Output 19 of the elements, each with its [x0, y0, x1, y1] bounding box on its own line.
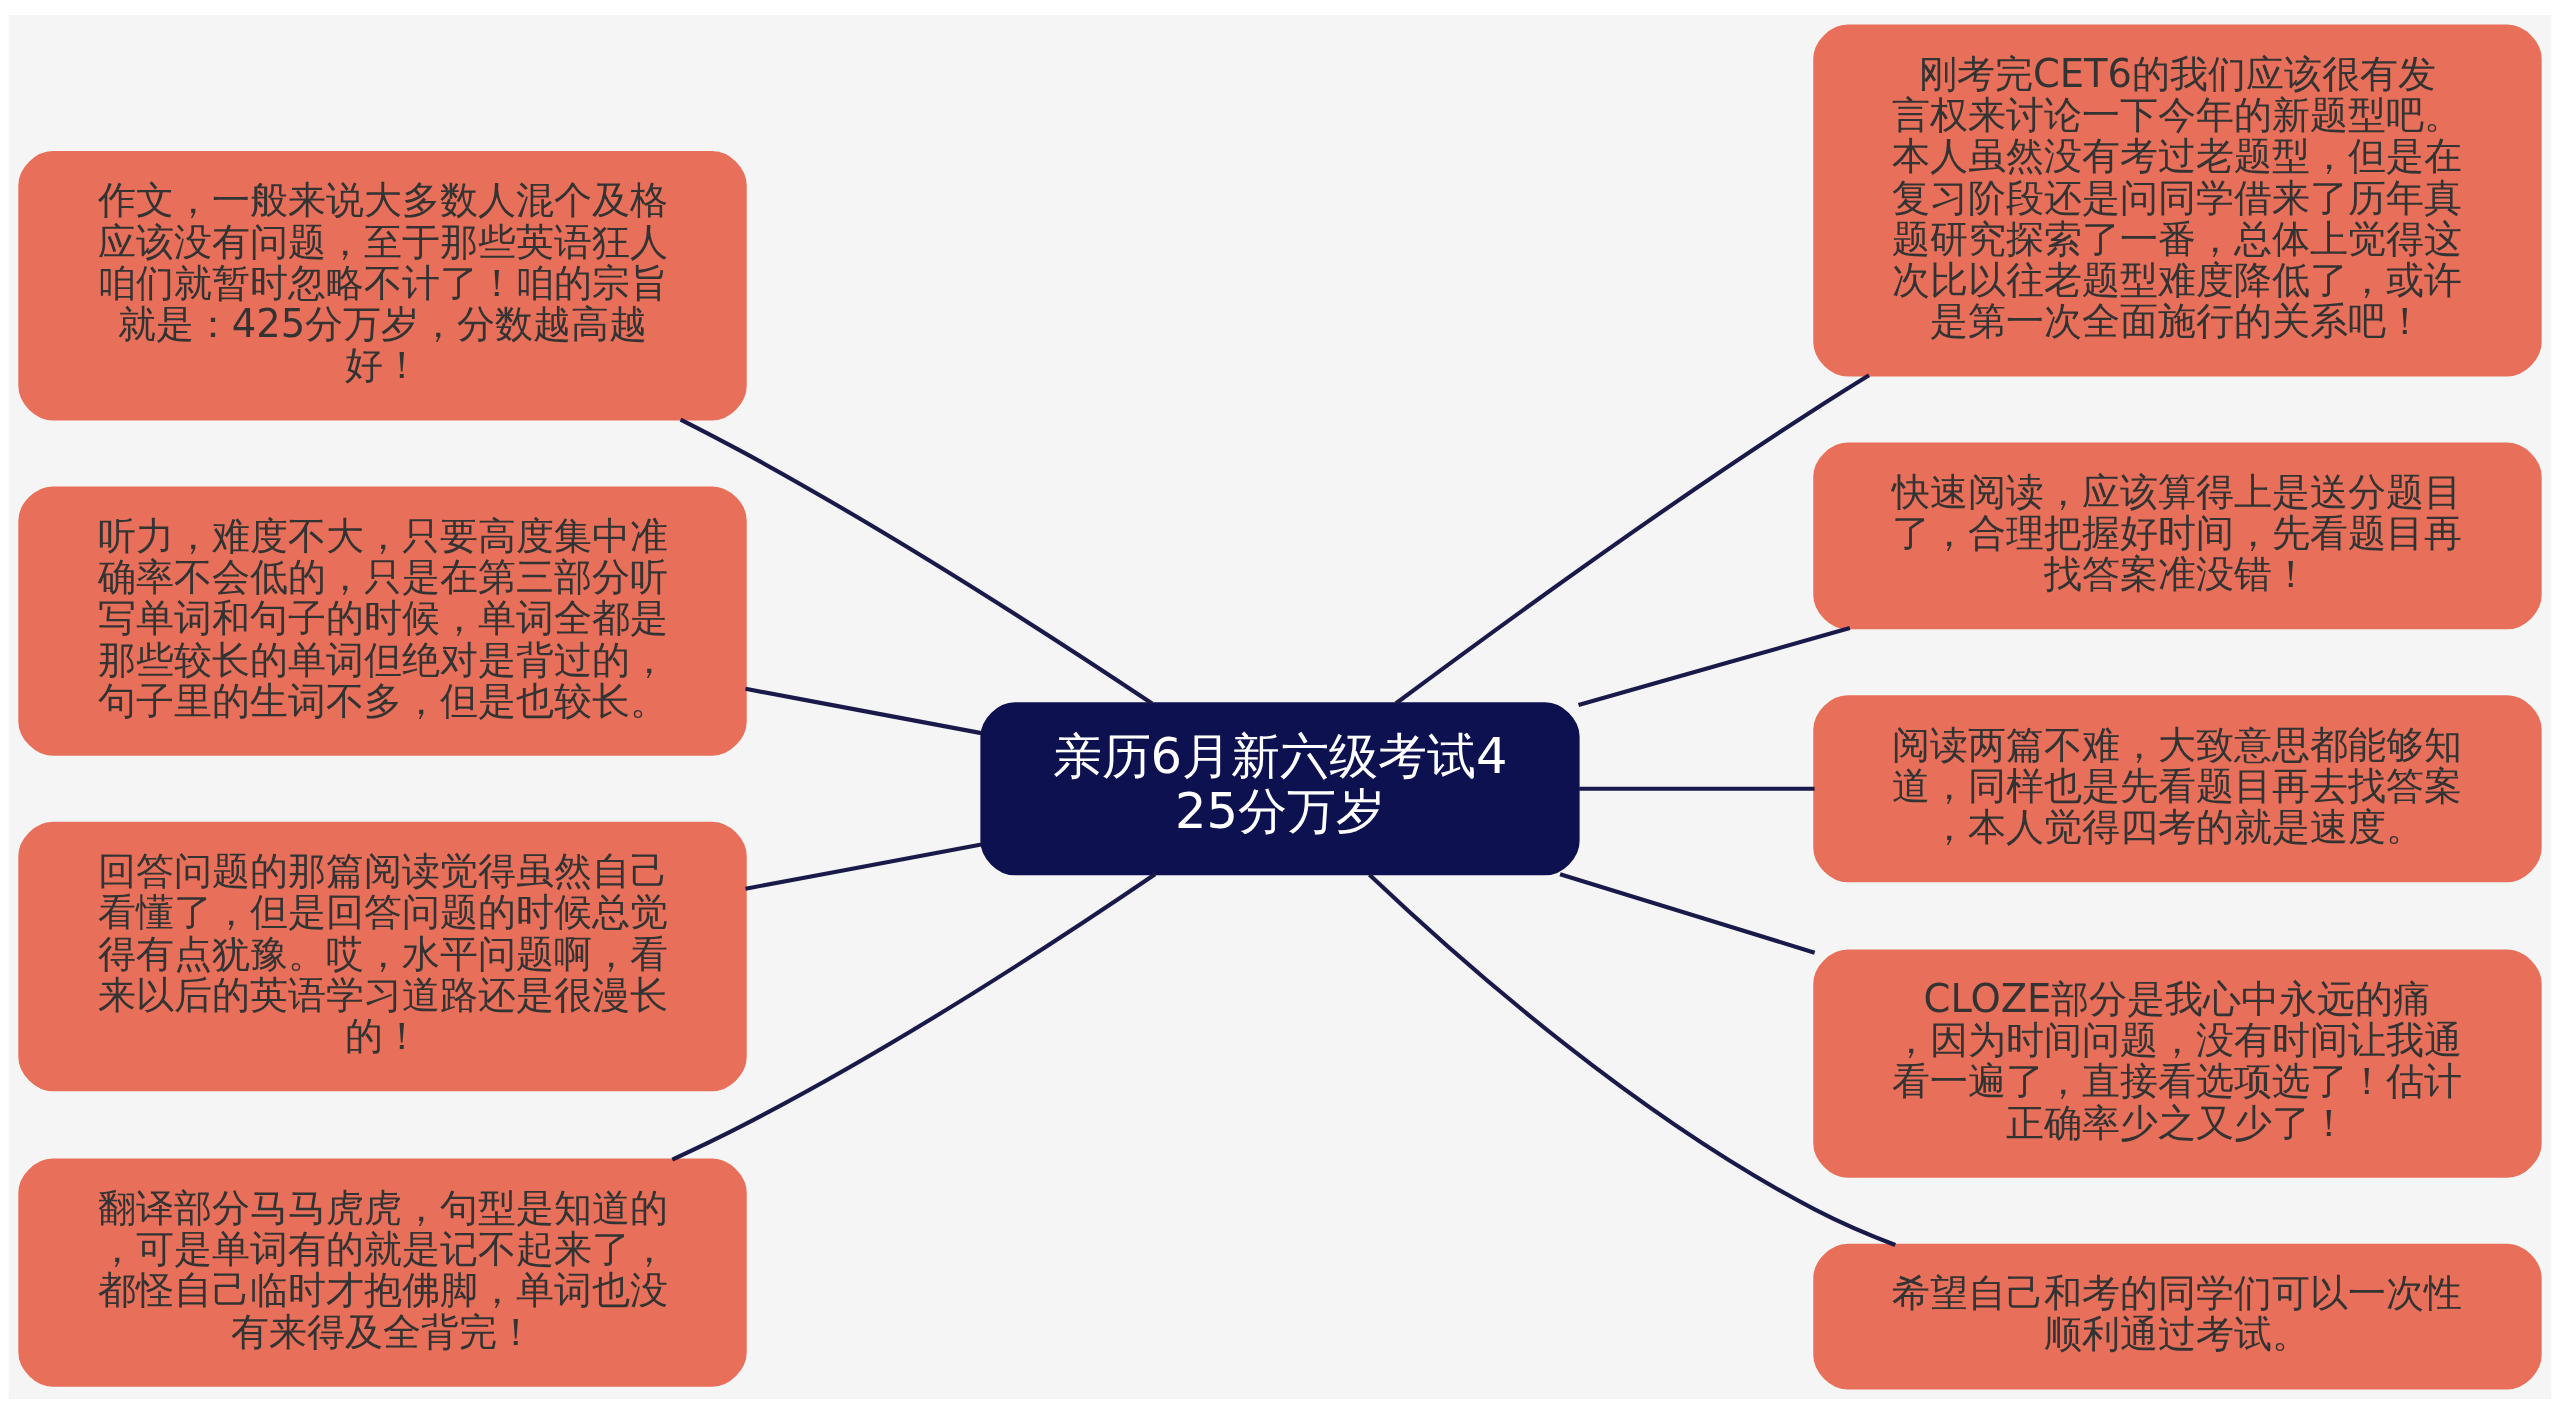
node-box: 希望自己和考的同学们可以一次性顺利通过考试。 [1813, 1243, 2542, 1389]
connector [745, 686, 982, 735]
node-box: 阅读两篇不难，大致意思都能够知道，同样也是先看题目再去找答案，本人觉得四考的就是速度。 [1813, 694, 2542, 882]
connector [745, 841, 982, 891]
node-box: 快速阅读，应该算得上是送分题目了，合理把握好时间，先看题目再找答案准没错！ [1813, 441, 2542, 629]
connector [679, 417, 1154, 705]
node-box: CLOZE部分是我心中永远的痛，因为时间问题，没有时间让我通看一遍了，直接看选项选了！估计正确率少之又少了！ [1813, 949, 2542, 1178]
connector [1578, 786, 1815, 791]
connector [1577, 625, 1851, 707]
connector [1394, 372, 1871, 705]
connector [1559, 871, 1816, 955]
node-box: 刚考完CET6的我们应该很有发言权来讨论一下今年的新题型吧。本人虽然没有考过老题型，但是在复习阶段还是问同学借来了历年真题研究探索了一番，总体上觉得这次比以往老题型难度降低了，或许是第一次全面施行的关系吧！ [1813, 24, 2542, 376]
connector [671, 872, 1157, 1161]
node-box: 翻译部分马马虎虎，句型是知道的，可是单词有的就是记不起来了，都怪自己临时才抱佛脚，单词也没有来得及全背完！ [18, 1158, 747, 1387]
connector [1368, 872, 1896, 1247]
node-box: 回答问题的那篇阅读觉得虽然自己看懂了，但是回答问题的时候总觉得有点犹豫。哎，水平问题啊，看来以后的英语学习道路还是很漫长的！ [18, 821, 747, 1091]
node-box: 听力，难度不大，只要高度集中准确率不会低的，只是在第三部分听写单词和句子的时候，单词全都是那些较长的单词但绝对是背过的，句子里的生词不多，但是也较长。 [18, 485, 747, 756]
node-box: 亲历6月新六级考试425分万岁 [980, 701, 1580, 875]
node-box: 作文，一般来说大多数人混个及格应该没有问题，至于那些英语狂人咱们就暂时忽略不计了！咱的宗旨就是：425分万岁，分数越高越好！ [18, 150, 747, 420]
